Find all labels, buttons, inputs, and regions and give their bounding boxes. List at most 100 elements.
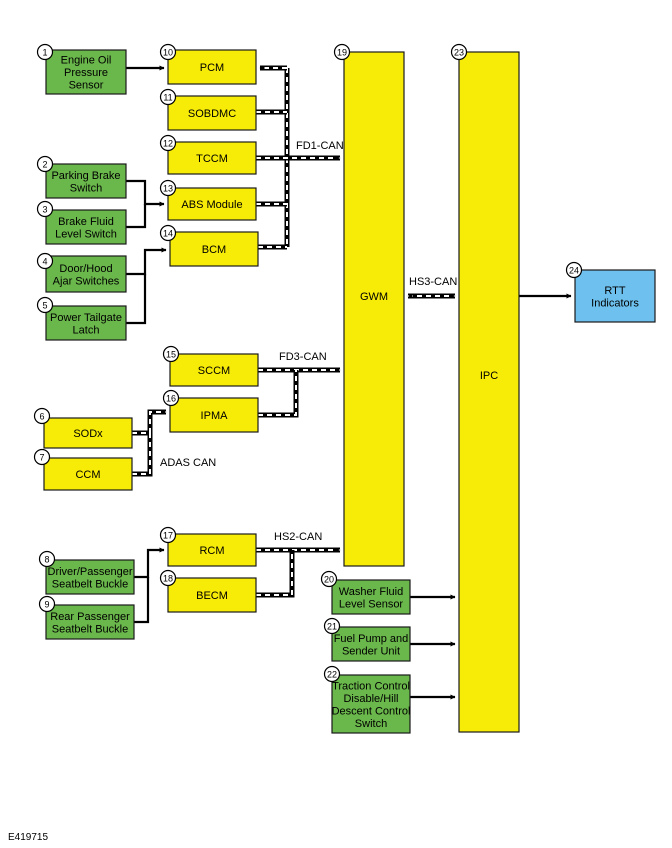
block-label: Sensor: [69, 80, 104, 92]
block-label: BECM: [196, 590, 228, 602]
block-box: [331, 579, 411, 615]
number-badge-label: 24: [569, 266, 579, 276]
signal-wire: [126, 247, 167, 276]
number-badge-label: 16: [166, 394, 176, 404]
block-b11: SOBDMC 11: [159, 88, 257, 131]
block-box: [45, 305, 127, 341]
number-badge: [36, 155, 54, 173]
block-b10: PCM 10: [159, 43, 257, 85]
block-box: [458, 51, 520, 733]
bus-label-adas: ADAS CAN: [160, 457, 216, 469]
block-box: [331, 674, 411, 734]
connection-wires: [126, 65, 572, 700]
number-badge: [159, 88, 177, 106]
block-box: [167, 95, 257, 131]
number-badge-label: 11: [163, 93, 172, 103]
number-badge-label: 14: [163, 229, 173, 239]
number-badge: [159, 526, 177, 544]
number-badge: [159, 43, 177, 61]
block-box: [43, 417, 133, 449]
block-label: CCM: [75, 469, 100, 481]
block-label: PCM: [200, 62, 224, 74]
block-b7: CCM 7: [33, 448, 133, 491]
block-box: [169, 231, 259, 267]
block-label: Traction Control: [332, 680, 410, 692]
block-label: TCCM: [196, 153, 228, 165]
block-label: Fuel Pump and: [334, 633, 409, 645]
number-badge: [33, 448, 51, 466]
signal-wire: [126, 204, 147, 229]
number-badge-label: 12: [163, 139, 173, 149]
block-box: [43, 457, 133, 491]
signal-wire: [134, 577, 150, 624]
block-label: Switch: [70, 182, 102, 194]
number-badge: [323, 665, 341, 683]
number-badge: [162, 345, 180, 363]
signal-wire: [134, 547, 165, 579]
number-badge-label: 10: [163, 48, 173, 58]
figure-id: E419715: [8, 832, 48, 843]
can-bus-line: [147, 409, 167, 433]
block-box: [167, 533, 257, 567]
block-label: SCCM: [198, 365, 230, 377]
block-label: Level Switch: [55, 228, 117, 240]
number-badge-label: 15: [166, 350, 176, 360]
signal-wire: [126, 179, 165, 207]
number-badge-label: 7: [39, 453, 44, 463]
bus-label-hs3: HS3-CAN: [409, 276, 457, 288]
number-badge-label: 6: [39, 412, 44, 422]
number-badge-label: 8: [44, 555, 49, 565]
bus-label-layer: FD1-CAN FD3-CAN HS2-CAN HS3-CAN ADAS CAN: [160, 140, 457, 543]
block-label: Sender Unit: [342, 645, 400, 657]
can-bus-line: [256, 550, 295, 598]
block-label: IPC: [480, 370, 498, 382]
number-badge-label: 22: [327, 670, 337, 680]
number-badge-label: 13: [163, 184, 173, 194]
block-box: [167, 141, 257, 175]
block-label: SOBDMC: [188, 108, 236, 120]
block-label: Washer Fluid: [339, 586, 403, 598]
block-box: [169, 397, 259, 433]
block-label: Door/Hood: [59, 263, 112, 275]
number-badge: [38, 550, 56, 568]
number-badge: [162, 389, 180, 407]
block-label: Ajar Switches: [53, 275, 120, 287]
number-badge-label: 23: [454, 48, 464, 58]
block-label: ABS Module: [181, 199, 242, 211]
number-badge-label: 18: [163, 574, 173, 584]
number-badge-label: 5: [42, 301, 47, 311]
block-box: [167, 577, 257, 613]
block-label: Descent Control: [332, 705, 411, 717]
block-b18: BECM 18: [159, 569, 257, 613]
can-bus-line: [258, 370, 299, 418]
number-badge-label: 21: [327, 622, 337, 632]
can-bus-line: [132, 430, 153, 477]
number-badge-label: 17: [163, 531, 173, 541]
block-b12: TCCM 12: [159, 134, 257, 175]
number-badge: [159, 134, 177, 152]
block-box: [45, 49, 127, 95]
block-label: Parking Brake: [51, 170, 120, 182]
number-badge: [450, 43, 468, 61]
number-badge: [323, 617, 341, 635]
block-box: [45, 559, 135, 595]
block-label: Switch: [355, 718, 387, 730]
number-badge-label: 9: [44, 600, 49, 610]
number-badge-label: 2: [42, 160, 47, 170]
number-badge: [36, 296, 54, 314]
block-box: [45, 163, 127, 199]
block-box: [45, 209, 127, 245]
block-label: IPMA: [201, 410, 229, 422]
number-badge-label: 19: [337, 48, 347, 58]
number-badge: [33, 407, 51, 425]
block-label: Latch: [73, 324, 100, 336]
number-badge-label: 4: [42, 257, 47, 267]
